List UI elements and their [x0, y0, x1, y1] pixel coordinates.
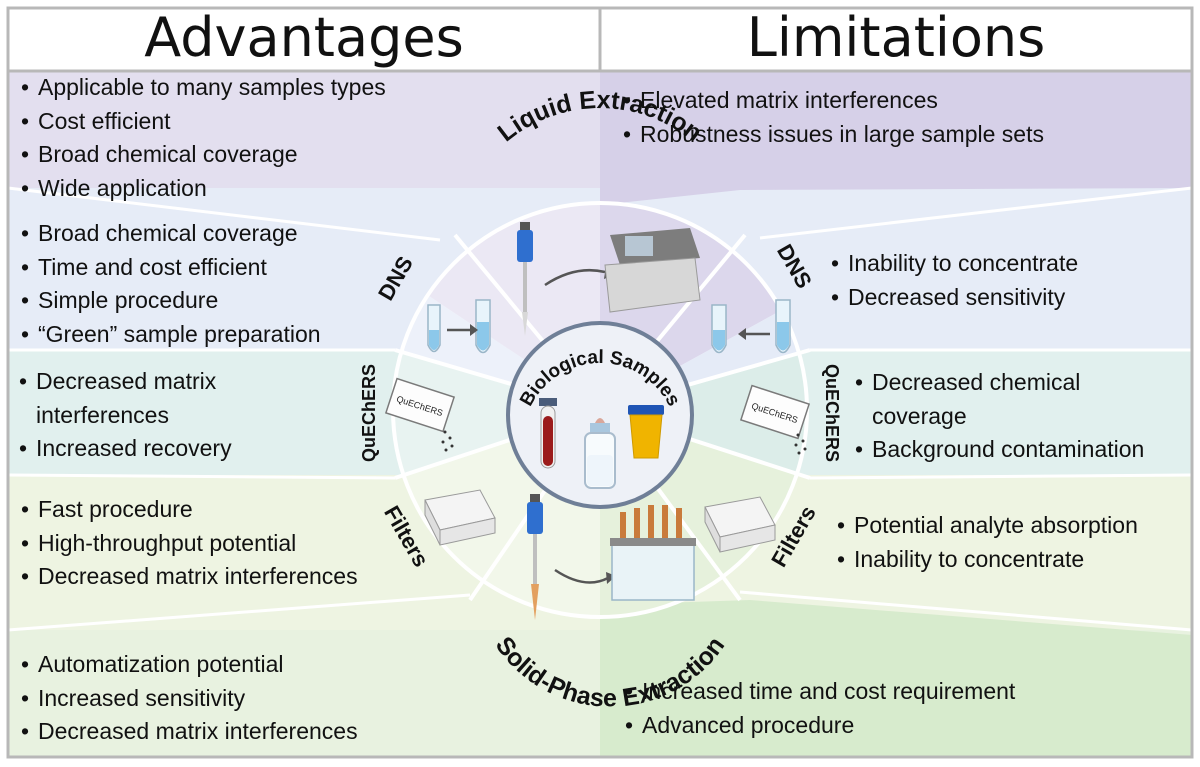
limitations-dns: Inability to concentrateDecreased sensit…: [828, 247, 1078, 314]
pipette-icon: [517, 222, 533, 336]
spe-arrow: [554, 568, 609, 584]
bullet-item: Time and cost efficient: [18, 251, 321, 285]
bullet-item: Increased sensitivity: [18, 682, 358, 716]
dns-right-arrow-head: [738, 328, 746, 340]
wheel-sector-quechers-left: [395, 350, 600, 480]
urine-cup-icon: [628, 405, 664, 459]
bullet-item: Potential analyte absorption: [834, 509, 1138, 543]
advantages-title: Advantages: [144, 5, 464, 69]
advantages-filters: Fast procedureHigh-throughput potentialD…: [18, 493, 358, 594]
microtube-icon: [427, 299, 491, 354]
bullet-item: Automatization potential: [18, 648, 358, 682]
dns-left-arrow-head: [470, 324, 478, 336]
quechers-right-label: QuEChERS: [822, 364, 842, 462]
limitations-filters: Potential analyte absorptionInability to…: [834, 509, 1138, 576]
bullet-item: Elevated matrix interferences: [620, 84, 1044, 118]
quechers-powder-left: [441, 430, 454, 452]
advantages-liquid-extraction: Applicable to many samples typesCost eff…: [18, 71, 386, 205]
bullet-item: Inability to concentrate: [834, 543, 1138, 577]
bullet-item: Background contamination: [852, 433, 1144, 467]
advantages-spe: Automatization potentialIncreased sensit…: [18, 648, 358, 749]
limitations-spe: Increased time and cost requirementAdvan…: [622, 675, 1015, 742]
bullet-item: Robustness issues in large sample sets: [620, 118, 1044, 152]
microtube-icon: [711, 299, 791, 354]
bullet-item: Decreased matrix interferences: [18, 715, 358, 749]
bullet-item: interferences: [36, 401, 169, 428]
liquid-arrow: [544, 268, 606, 287]
limitations-quechers: Decreased chemicalcoverageBackground con…: [852, 366, 1144, 467]
filter-plate-icon: [424, 489, 496, 546]
limitations-liquid-extraction: Elevated matrix interferencesRobustness …: [620, 84, 1044, 151]
baby-bottle-icon: [584, 418, 616, 489]
quechers-left-label: QuEChERS: [359, 364, 379, 462]
bullet-item: Decreased matrix interferences: [18, 560, 358, 594]
bullet-item: Simple procedure: [18, 284, 321, 318]
bullet-item: Decreased matrix: [16, 365, 232, 399]
bullet-item: “Green” sample preparation: [18, 318, 321, 352]
bullet-item: coverage: [872, 402, 967, 429]
bullet-item: Inability to concentrate: [828, 247, 1078, 281]
bullet-item: Applicable to many samples types: [18, 71, 386, 105]
bullet-item: Wide application: [18, 172, 386, 206]
quechers-packet-icon: QuEChERS: [739, 384, 811, 440]
quechers-powder-right: [794, 433, 807, 455]
advantages-quechers: Decreased matrixinterferencesIncreased r…: [16, 365, 232, 466]
wheel-sector-quechers-right: [600, 350, 807, 480]
bullet-item: Broad chemical coverage: [18, 138, 386, 172]
bullet-item: Increased time and cost requirement: [622, 675, 1015, 709]
quechers-packet-icon: QuEChERS: [384, 377, 456, 433]
bullet-item: High-throughput potential: [18, 527, 358, 561]
spe-manifold-icon: [610, 505, 696, 601]
bullet-item: Increased recovery: [16, 432, 232, 466]
bullet-item: Decreased sensitivity: [828, 281, 1078, 315]
bullet-item: Broad chemical coverage: [18, 217, 321, 251]
bullet-item: Fast procedure: [18, 493, 358, 527]
advantages-dns: Broad chemical coverageTime and cost eff…: [18, 217, 321, 351]
centrifuge-icon: [604, 228, 701, 313]
bullet-item: Decreased chemical: [852, 366, 1144, 400]
limitations-title: Limitations: [746, 5, 1046, 69]
bullet-item: Cost efficient: [18, 105, 386, 139]
filter-plate-icon: [704, 496, 776, 553]
blood-tube-icon: [539, 398, 557, 469]
bullet-item: Advanced procedure: [622, 709, 1015, 743]
pipette-icon: [527, 494, 543, 620]
